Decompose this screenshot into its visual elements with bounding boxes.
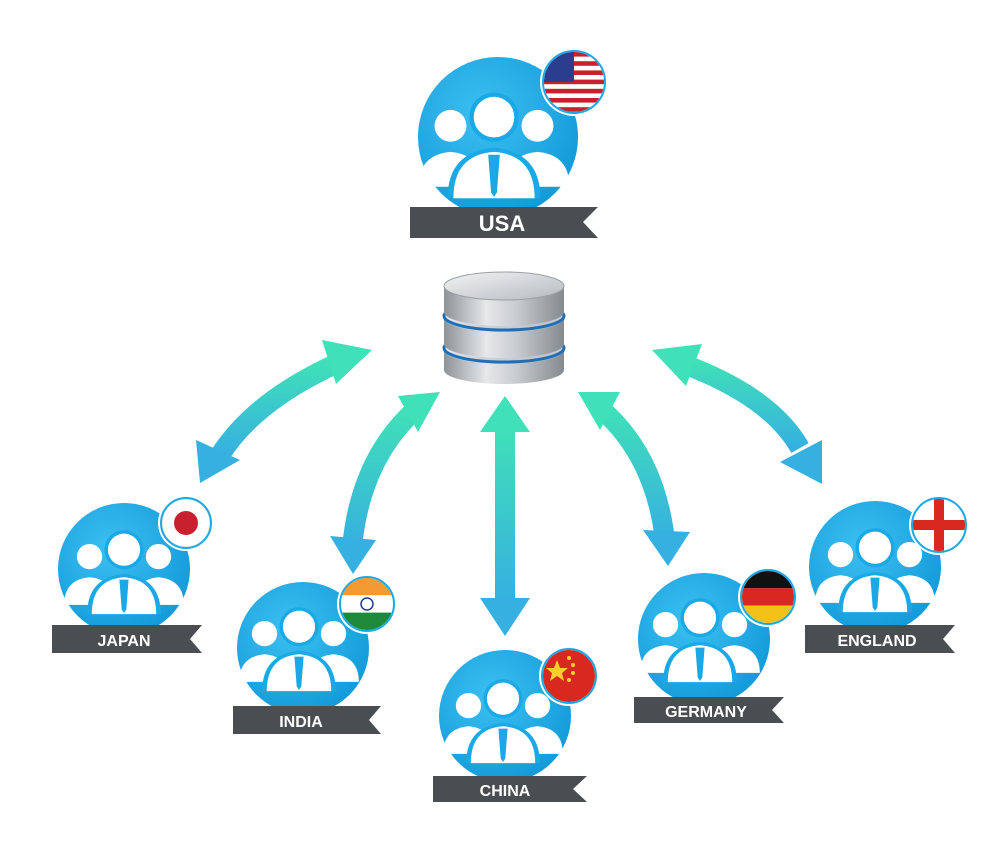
node-label-england: ENGLAND: [805, 625, 955, 653]
node-india: INDIA: [232, 574, 397, 734]
node-label-germany: GERMANY: [634, 697, 784, 723]
arrow-hub-england: [652, 344, 822, 484]
china-flag-icon: [538, 645, 600, 707]
arrow-hub-japan: [196, 340, 372, 483]
usa-flag-icon: [540, 48, 608, 116]
japan-flag-icon: [157, 494, 215, 552]
arrow-hub-china: [480, 396, 530, 636]
arrow-hub-india: [330, 392, 440, 574]
connection-arrows: [196, 340, 822, 636]
database-icon: [442, 271, 566, 384]
node-label-india: INDIA: [233, 706, 381, 734]
node-usa: USA: [410, 48, 608, 238]
node-label-usa: USA: [410, 207, 598, 238]
node-label-china: CHINA: [433, 776, 587, 802]
svg-text:INDIA: INDIA: [279, 714, 323, 731]
node-england: ENGLAND: [804, 495, 969, 653]
india-flag-icon: [337, 574, 397, 634]
svg-text:USA: USA: [479, 211, 526, 236]
svg-text:CHINA: CHINA: [480, 783, 531, 800]
germany-flag-icon: [738, 567, 798, 627]
node-japan: JAPAN: [52, 494, 215, 653]
england-flag-icon: [909, 495, 969, 555]
svg-text:ENGLAND: ENGLAND: [837, 633, 916, 650]
node-label-japan: JAPAN: [52, 625, 202, 653]
svg-text:GERMANY: GERMANY: [665, 704, 747, 721]
svg-text:JAPAN: JAPAN: [97, 633, 150, 650]
node-germany: GERMANY: [633, 567, 798, 723]
node-china: CHINA: [433, 645, 600, 802]
arrow-hub-germany: [578, 392, 690, 566]
